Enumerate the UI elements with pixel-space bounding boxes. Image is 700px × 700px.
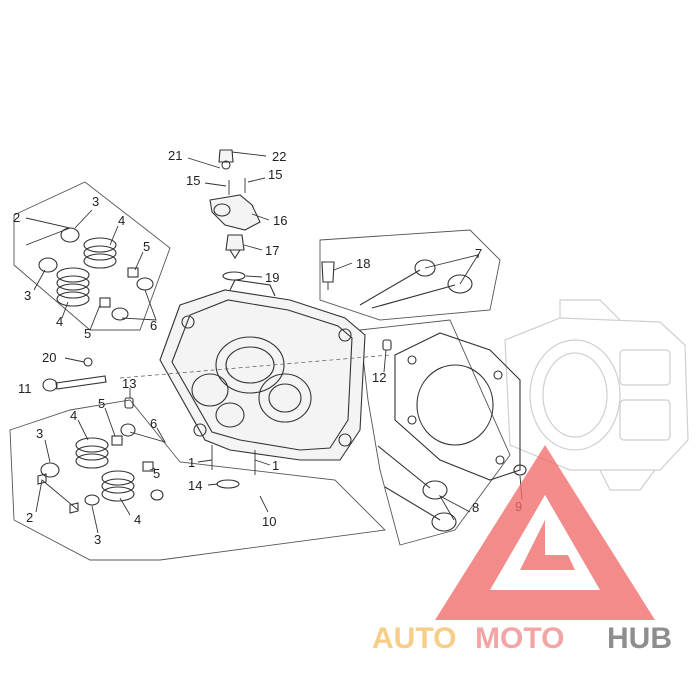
valves <box>359 259 473 532</box>
callout-3: 3 <box>24 288 31 303</box>
callout-4: 4 <box>118 213 125 228</box>
valve-springs-upper <box>38 227 154 321</box>
callout-1: 1 <box>188 455 195 470</box>
callout-15: 15 <box>186 173 200 188</box>
callout-22: 22 <box>272 149 286 164</box>
cylinder-ghost <box>504 299 689 491</box>
callout-1: 1 <box>272 458 279 473</box>
callout-12: 12 <box>372 370 386 385</box>
logo-inner-g <box>520 520 575 570</box>
head-gasket <box>394 332 527 481</box>
callout-10: 10 <box>262 514 276 529</box>
callout-19: 19 <box>265 270 279 285</box>
callout-5: 5 <box>143 239 150 254</box>
centerline <box>119 354 391 379</box>
callout-4: 4 <box>56 314 63 329</box>
valve-springs-lower <box>37 423 164 514</box>
callout-21: 21 <box>168 148 182 163</box>
callout-labels: 21 22 15 15 16 17 19 18 7 2 3 4 5 3 4 5 … <box>13 148 522 547</box>
callout-18: 18 <box>356 256 370 271</box>
callout-14: 14 <box>188 478 202 493</box>
leader-lines <box>25 151 523 534</box>
cylinder-head <box>159 279 366 475</box>
bolt-and-pins <box>42 339 392 409</box>
callout-6: 6 <box>150 416 157 431</box>
callout-3: 3 <box>94 532 101 547</box>
logo-text-hub: HUB <box>607 622 672 655</box>
callout-5: 5 <box>153 466 160 481</box>
logo-text-moto: MOTO <box>475 622 564 655</box>
callout-20: 20 <box>42 350 56 365</box>
callout-3: 3 <box>92 194 99 209</box>
callout-15: 15 <box>268 167 282 182</box>
callout-7: 7 <box>475 246 482 261</box>
logo-text-auto: AUTO <box>372 622 456 655</box>
logo-triangle <box>435 445 655 620</box>
thermostat-parts <box>209 149 335 290</box>
callout-11: 11 <box>18 381 32 396</box>
callout-2: 2 <box>13 210 20 225</box>
callout-3: 3 <box>36 426 43 441</box>
callout-17: 17 <box>265 243 279 258</box>
group-outlines <box>9 181 511 561</box>
watermark-logo: AUTO MOTO HUB <box>372 445 672 655</box>
callout-8: 8 <box>472 500 479 515</box>
callout-4: 4 <box>134 512 141 527</box>
callout-2: 2 <box>26 510 33 525</box>
callout-5: 5 <box>84 326 91 341</box>
callout-13: 13 <box>122 376 136 391</box>
callout-6: 6 <box>150 318 157 333</box>
callout-16: 16 <box>273 213 287 228</box>
callout-4: 4 <box>70 408 77 423</box>
callout-5: 5 <box>98 396 105 411</box>
